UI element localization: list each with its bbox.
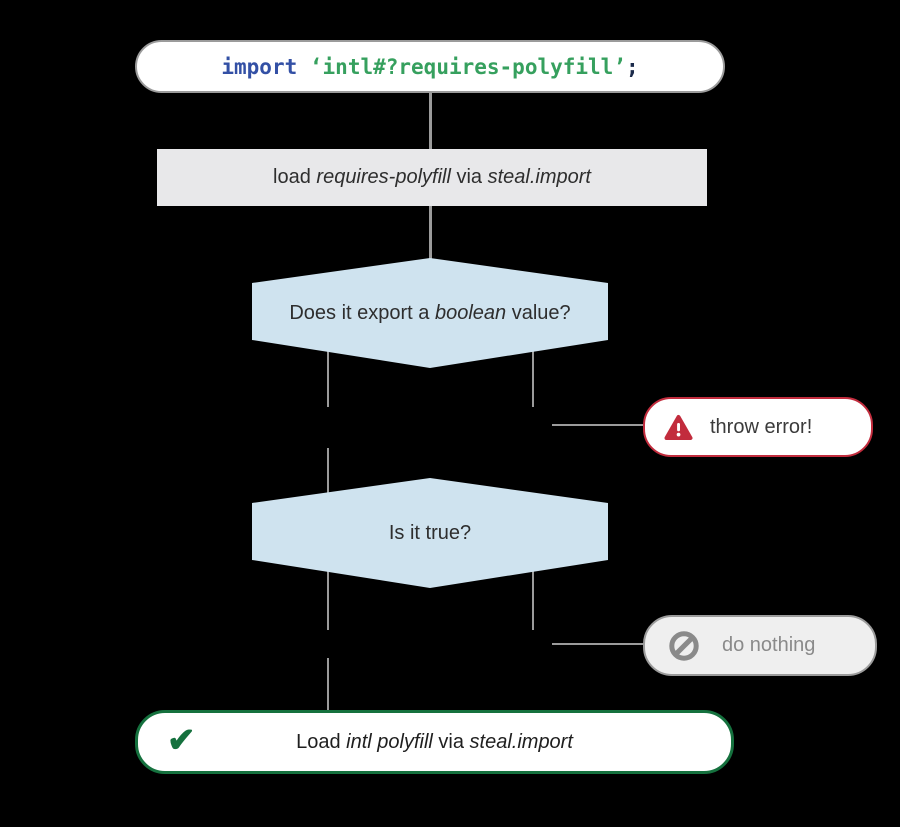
label-api-name: steal.import: [487, 166, 591, 188]
success-label: Load intl polyfill via steal.import: [296, 731, 573, 754]
connector-decision1-yes-lower: [327, 448, 329, 494]
connector-load-to-decision1: [429, 206, 432, 261]
do-nothing-label: do nothing: [722, 634, 816, 656]
decision-label: Does it export a boolean value?: [289, 302, 570, 325]
code-keyword: import: [221, 54, 310, 79]
decision-node-is-it-true: Is it true?: [252, 478, 608, 588]
connector-decision2-no-horizontal: [552, 643, 645, 645]
label-module-name: requires-polyfill: [316, 166, 451, 188]
connector-code-to-load: [429, 93, 432, 150]
process-node-load-requires-polyfill: load requires-polyfill via steal.import: [157, 149, 707, 206]
label-plain: Does it export a: [289, 301, 435, 324]
code-semicolon: ;: [625, 54, 639, 79]
label-plain: via: [450, 166, 488, 188]
throw-error-label: throw error!: [710, 415, 813, 438]
label-plain: value?: [506, 301, 571, 324]
label-plain: via: [432, 730, 470, 753]
decision-node-exports-boolean: Does it export a boolean value?: [252, 258, 608, 368]
label-intl-polyfill: intl polyfill: [346, 730, 433, 753]
code-string: ‘intl#?requires-polyfill’: [309, 54, 626, 79]
decision-label: Is it true?: [388, 521, 472, 544]
connector-decision2-yes-lower: [327, 658, 329, 711]
label-boolean-term: boolean: [434, 301, 507, 324]
connector-decision1-no-vertical: [532, 350, 534, 407]
connector-decision2-no-vertical: [532, 570, 534, 630]
checkmark-icon: ✔: [167, 721, 196, 760]
terminal-node-throw-error: throw error!: [643, 397, 873, 457]
terminal-node-do-nothing: do nothing: [643, 615, 877, 676]
start-node-import-statement: import ‘intl#?requires-polyfill’;: [135, 40, 725, 93]
connector-decision2-yes-upper: [327, 570, 329, 630]
connector-decision1-no-horizontal: [552, 424, 645, 426]
label-plain: Load: [296, 730, 347, 753]
connector-decision1-yes-upper: [327, 350, 329, 407]
warning-triangle-icon: [664, 414, 693, 440]
label-plain: load: [273, 166, 317, 188]
label-api-name: steal.import: [469, 730, 573, 753]
process-label: load requires-polyfill via steal.import: [273, 166, 591, 189]
no-entry-icon: [669, 630, 699, 661]
terminal-node-load-intl-polyfill: ✔ Load intl polyfill via steal.import: [135, 710, 734, 774]
